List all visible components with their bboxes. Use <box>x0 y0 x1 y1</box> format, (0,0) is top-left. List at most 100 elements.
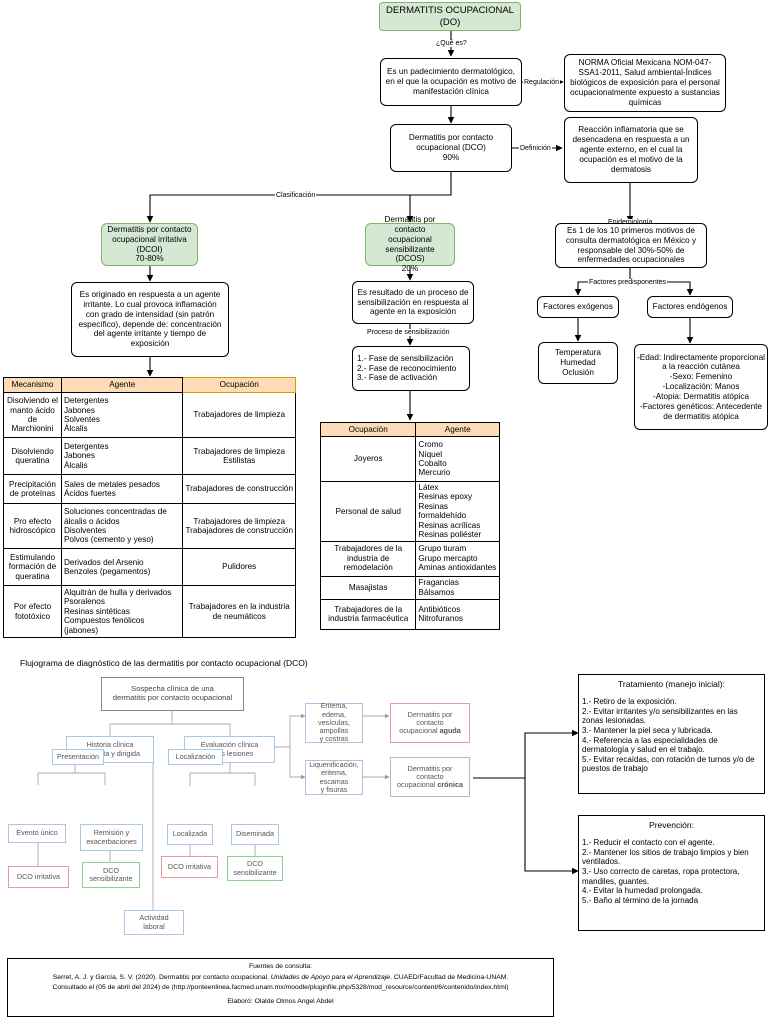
flowchart-title: Flujograma de diagnóstico de las dermati… <box>20 658 308 668</box>
cell-mecanismo: Estimulando formación de queratina <box>3 548 62 586</box>
fuentes-ref-1b: Unidades de Apoyo para el Aprendizaje <box>270 973 391 981</box>
node-dcos: Dermatitis por contacto ocupacional sens… <box>365 215 455 273</box>
edge-label-clasificacion: Clasificación <box>275 192 317 199</box>
cell-agente: Detergentes Jabones Álcalis <box>60 437 184 475</box>
flow-remision: Remisión y exacerbaciones <box>80 824 143 851</box>
edge-label-epidemiologia: Epidemiología <box>607 219 654 226</box>
edge-label-definicion: Definición <box>519 145 552 152</box>
header-mecanismo: Mecanismo <box>3 377 62 393</box>
cell-agente: Antibióticos Nitrofuranos <box>415 598 500 630</box>
fuentes-elaboro: Elaboró: Olalde Olmos Angel Abdel <box>227 997 334 1005</box>
flow-dco-sensibilizante-2: DCO sensibilizante <box>227 856 283 881</box>
header-agente: Agente <box>415 422 500 437</box>
flow-evento-unico: Evento único <box>8 824 66 843</box>
cell-agente: Fragancias Bálsamos <box>415 575 500 600</box>
table-row: Por efecto fototóxico Alquitrán de hulla… <box>3 585 296 638</box>
table-sensibilizante: Ocupación Agente Joyeros Cromo Níquel Co… <box>319 422 500 630</box>
table-row: Disolviendo queratina Detergentes Jabone… <box>3 437 296 475</box>
fuentes-ref-2: Consultado el (05 de abril del 2024) de … <box>52 984 509 992</box>
table-row: Trabajadores de la industria farmacéutic… <box>319 598 500 630</box>
cell-ocupacion: Trabajadores de limpieza Estilistas <box>182 437 296 475</box>
flow-cronica-text: Dermatitis por contacto ocupacional <box>397 763 453 790</box>
cell-ocupacion: Trabajadores de limpieza Trabajadores de… <box>182 503 296 549</box>
cell-mecanismo: Disolviendo el manto ácido de Marchionin… <box>3 392 62 438</box>
flow-localizada: Localizada <box>167 824 213 845</box>
cell-ocupacion: Joyeros <box>319 436 417 482</box>
node-factores-endogenos: Factores endógenos <box>647 296 733 318</box>
cell-ocupacion: Trabajadores de construcción <box>182 474 296 504</box>
tratamiento-title: Tratamiento (manejo inicial): <box>618 679 725 689</box>
cell-ocupacion: Trabajadores de limpieza <box>182 392 296 438</box>
cell-mecanismo: Pro efecto hidroscópico <box>3 503 62 549</box>
fuentes-ref-1: Serret, A. J. y García, S. V. (2020). De… <box>10 973 551 984</box>
flow-dco-sensibilizante-1: DCO sensibilizante <box>82 862 140 888</box>
flow-localizacion: Localización <box>168 749 223 765</box>
edge-label-factores-predisponentes: Factores predisponentes <box>588 279 668 286</box>
node-fases: 1.- Fase de sensibilización 2.- Fase de … <box>352 346 470 391</box>
table-row: Disolviendo el manto ácido de Marchionin… <box>3 392 296 438</box>
table-row: Trabajadores de la industria de remodela… <box>319 540 500 577</box>
table-row: Personal de salud Látex Resinas epoxy Re… <box>319 481 500 542</box>
cell-ocupacion: Personal de salud <box>319 481 417 542</box>
table-row: Pro efecto hidroscópico Soluciones conce… <box>3 503 296 549</box>
cell-ocupacion: Trabajadores de la industria de remodela… <box>319 540 417 577</box>
cell-agente: Soluciones concentradas de álcalis o áci… <box>60 503 184 549</box>
prevencion-item: 3.- Uso correcto de caretas, ropa protec… <box>582 866 740 886</box>
flow-cronica: Dermatitis por contacto ocupacional crón… <box>390 757 470 797</box>
flow-sospecha: Sospecha clínica de una dermatitis por c… <box>101 677 244 711</box>
tratamiento-box: Tratamiento (manejo inicial): 1.- Retiro… <box>578 674 765 794</box>
tratamiento-item: 3.- Mantener la piel seca y lubricada. <box>582 725 713 735</box>
header-ocupacion: Ocupación <box>182 377 296 393</box>
flow-dco-irritativa-2: DCO irritativa <box>161 856 218 878</box>
node-endogenos-list: -Edad: Indirectamente proporcional a la … <box>634 344 768 430</box>
cell-agente: Derivados del Arsenio Benzoles (pegament… <box>60 548 184 586</box>
fuentes-ref-1c: . CUAED/Facultad de Medicina-UNAM. <box>390 973 509 981</box>
cell-mecanismo: Precipitación de proteínas <box>3 474 62 504</box>
cell-ocupacion: Trabajadores de la industria farmacéutic… <box>319 598 417 630</box>
cell-ocupacion: Trabajadores en la industria de neumátic… <box>182 585 296 638</box>
cell-agente: Cromo Níquel Cobalto Mercurio <box>415 436 500 482</box>
fuentes-box: Fuentes de consulta: Serret, A. J. y Gar… <box>7 958 554 1017</box>
tratamiento-item: 1.- Retiro de la exposición. <box>582 697 677 707</box>
node-padecimiento: Es un padecimiento dermatológico, en el … <box>380 58 522 106</box>
node-dcos-definicion: Es resultado de un proceso de sensibiliz… <box>352 281 474 324</box>
tratamiento-item: 4.- Referencia a las especialidades de d… <box>582 735 718 755</box>
node-dcoi-definicion: Es originado en respuesta a un agente ir… <box>71 282 229 357</box>
node-exogenos-list: Temperatura Humedad Oclusión <box>538 342 618 384</box>
flow-actividad-laboral: Actividad laboral <box>124 910 184 935</box>
flow-diseminada: Diseminada <box>231 824 279 845</box>
cell-agente: Látex Resinas epoxy Resinas formaldehído… <box>415 481 500 542</box>
node-reaccion: Reacción inflamatoria que se desencadena… <box>564 117 698 183</box>
tratamiento-item: 5.- Evitar recaídas, con rotación de tur… <box>582 754 755 774</box>
table-row: Masajistas Fragancias Bálsamos <box>319 575 500 600</box>
prevencion-item: 2.- Mantener los sitios de trabajo limpi… <box>582 847 749 867</box>
fuentes-ref-1a: Serret, A. J. y García, S. V. (2020). De… <box>52 973 271 981</box>
table-row: Precipitación de proteínas Sales de meta… <box>3 474 296 504</box>
edge-label-regulacion: Regulación <box>523 79 561 86</box>
cell-mecanismo: Por efecto fototóxico <box>3 585 62 638</box>
cell-ocupacion: Pulidores <box>182 548 296 586</box>
node-epidemio: Es 1 de los 10 primeros motivos de consu… <box>555 223 707 268</box>
table-irritativa: Mecanismo Agente Ocupación Disolviendo e… <box>3 377 296 638</box>
node-dco: Dermatitis por contacto ocupacional (DCO… <box>390 124 512 172</box>
flow-liquenificacion: Liquenificación, eritema, escamas y fisu… <box>305 760 363 795</box>
header-agente: Agente <box>60 377 184 393</box>
flow-cronica-bold: crónica <box>437 780 463 790</box>
prevencion-item: 5.- Baño al término de la jornada <box>582 895 699 905</box>
prevencion-item: 1.- Reducir el contacto con el agente. <box>582 838 715 848</box>
edge-label-que-es: ¿Qué es? <box>435 40 468 47</box>
tratamiento-item: 2.- Evitar irritantes y/o sensibilizante… <box>582 706 738 726</box>
flow-presentacion: Presentación <box>52 749 104 765</box>
node-norma: NORMA Oficial Mexicana NOM-047- SSA1-201… <box>564 54 726 112</box>
flow-aguda-bold: aguda <box>439 726 461 736</box>
node-dcoi: Dermatitis por contacto ocupacional irri… <box>101 223 198 266</box>
cell-ocupacion: Masajistas <box>319 575 417 600</box>
prevencion-title: Prevención: <box>649 820 694 830</box>
prevencion-box: Prevención: 1.- Reducir el contacto con … <box>578 815 765 931</box>
cell-mecanismo: Disolviendo queratina <box>3 437 62 475</box>
title-node: DERMATITIS OCUPACIONAL (DO) <box>379 2 521 31</box>
cell-agente: Detergentes Jabones Solventes Álcalis <box>60 392 184 438</box>
cell-agente: Alquitrán de hulla y derivados Psoraleno… <box>60 585 184 638</box>
table-row: Estimulando formación de queratina Deriv… <box>3 548 296 586</box>
prevencion-item: 4.- Evitar la humedad prolongada. <box>582 886 703 896</box>
